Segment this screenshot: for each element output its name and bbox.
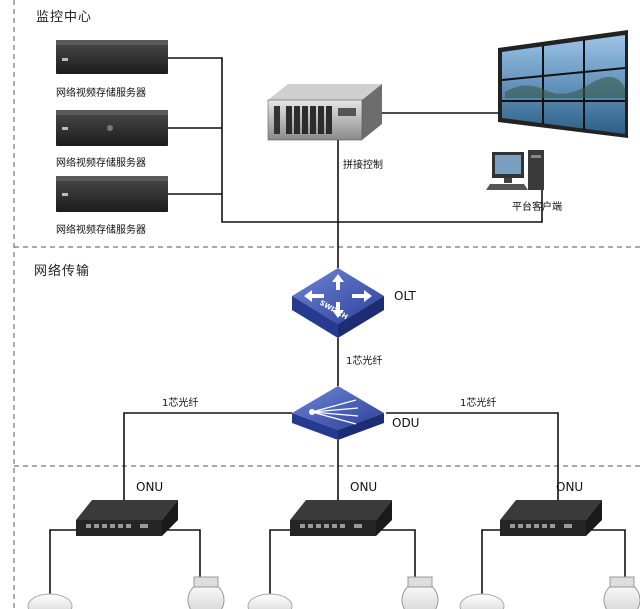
- ptz-camera-icon: [401, 576, 439, 609]
- nvr-label-2: 网络视频存储服务器: [56, 158, 146, 169]
- section-title-network-transmission: 网络传输: [34, 264, 91, 279]
- connection-lines: [49, 57, 626, 600]
- fiber-label-left: 1芯光纤: [162, 398, 199, 409]
- nvr-unit-1: [56, 40, 168, 74]
- nvr-label-1: 网络视频存储服务器: [56, 88, 146, 99]
- pc-client-icon: [486, 150, 544, 190]
- nvr-unit-2: [56, 110, 168, 146]
- ptz-camera-icon: [187, 576, 225, 609]
- nvr-label-3: 网络视频存储服务器: [56, 225, 146, 236]
- odu-splitter-icon: [292, 386, 384, 440]
- odu-left-branch: [123, 412, 292, 530]
- section-title-monitor-center: 监控中心: [36, 10, 93, 25]
- odu-label: ODU: [392, 416, 420, 430]
- dome-camera-icon: [247, 593, 293, 609]
- onu-device-3: [500, 500, 602, 536]
- odu-right-branch: [386, 412, 559, 500]
- platform-client-label: 平台客户端: [512, 202, 562, 213]
- dome-camera-icon: [459, 593, 505, 609]
- splice-server-icon: [267, 84, 382, 141]
- olt-switch-icon: [292, 268, 384, 338]
- onu-label-1: ONU: [136, 480, 164, 494]
- onu-label-2: ONU: [350, 480, 378, 494]
- onu-device-2: [290, 500, 392, 536]
- fiber-label-center: 1芯光纤: [346, 356, 383, 367]
- onu-label-3: ONU: [556, 480, 584, 494]
- onu-device-1: [76, 500, 178, 536]
- video-wall-icon: [498, 30, 628, 138]
- onu-camera-lines: [49, 529, 626, 600]
- nvr-bus-line: [168, 57, 543, 223]
- dome-camera-icon: [27, 593, 73, 609]
- splice-control-label: 拼接控制: [343, 160, 383, 171]
- nvr-unit-3: [56, 176, 168, 212]
- ptz-camera-icon: [603, 576, 640, 609]
- olt-label: OLT: [394, 289, 416, 303]
- fiber-label-right: 1芯光纤: [460, 398, 497, 409]
- section-borders: [13, 0, 640, 609]
